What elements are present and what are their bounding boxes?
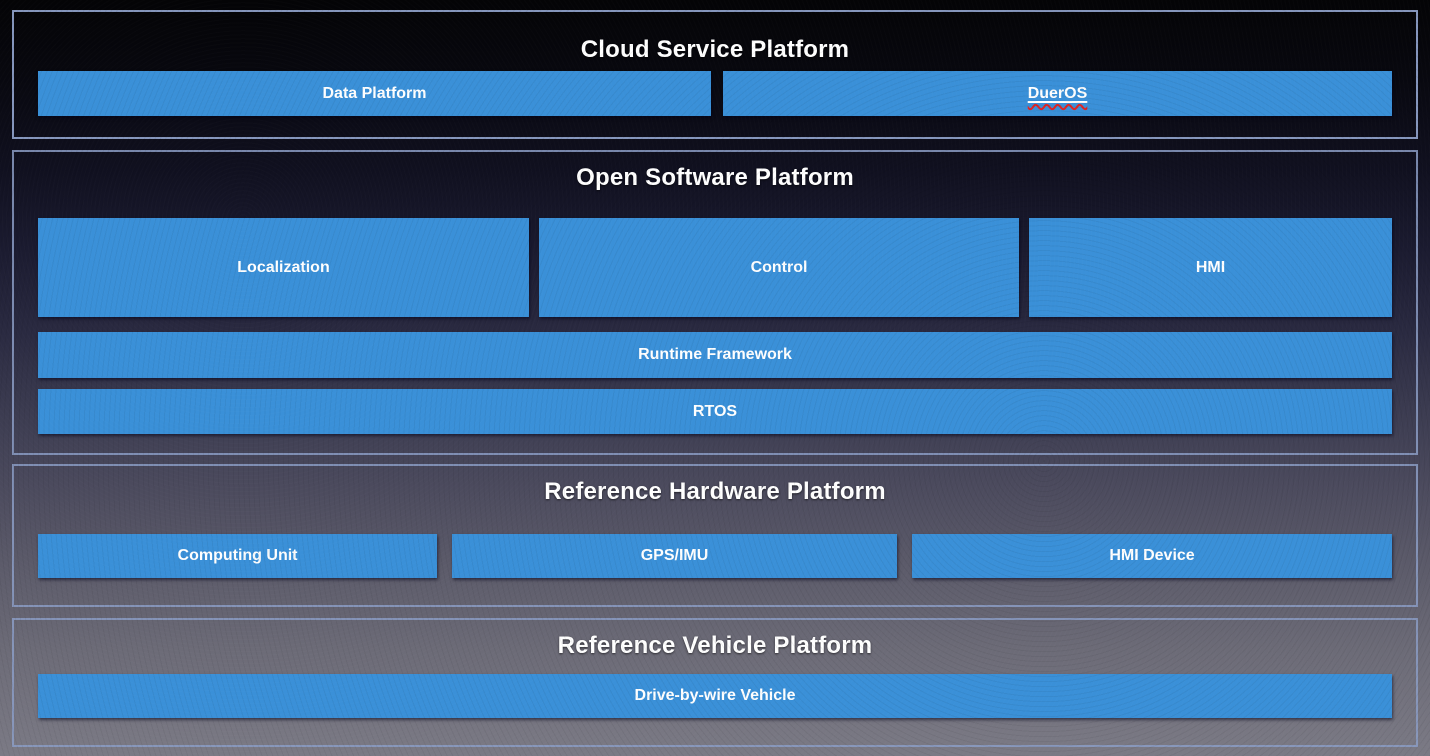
- box-drive-by-wire-vehicle: Drive-by-wire Vehicle: [38, 674, 1392, 718]
- box-dueros: DuerOS: [723, 71, 1392, 116]
- box-gps-imu: GPS/IMU: [452, 534, 897, 578]
- box-label-drive-by-wire-vehicle: Drive-by-wire Vehicle: [634, 687, 796, 704]
- section-title-reference-vehicle-platform: Reference Vehicle Platform: [557, 632, 873, 659]
- section-title-reference-hardware-platform: Reference Hardware Platform: [544, 478, 886, 505]
- box-rtos: RTOS: [38, 389, 1392, 434]
- box-hmi: HMI: [1029, 218, 1392, 317]
- box-label-rtos: RTOS: [692, 402, 738, 420]
- box-label-data-platform: Data Platform: [322, 84, 427, 102]
- box-localization: Localization: [38, 218, 529, 317]
- box-label-localization: Localization: [237, 258, 330, 276]
- box-computing-unit: Computing Unit: [38, 534, 437, 578]
- box-label-hmi: HMI: [1195, 258, 1226, 276]
- box-control: Control: [539, 218, 1019, 317]
- box-hmi-device: HMI Device: [912, 534, 1392, 578]
- box-label-computing-unit: Computing Unit: [177, 547, 298, 564]
- section-open-software-platform: Open Software Platform Localization Cont…: [12, 150, 1418, 455]
- box-label-control: Control: [750, 258, 808, 276]
- section-title-open-software-platform: Open Software Platform: [576, 164, 854, 191]
- section-title-cloud-service-platform: Cloud Service Platform: [580, 36, 850, 63]
- box-label-gps-imu: GPS/IMU: [640, 547, 709, 564]
- section-cloud-service-platform: Cloud Service Platform Data Platform Due…: [12, 10, 1418, 139]
- box-label-runtime-framework: Runtime Framework: [638, 346, 792, 363]
- box-label-dueros: DuerOS: [1027, 84, 1088, 102]
- box-data-platform: Data Platform: [38, 71, 711, 116]
- box-runtime-framework: Runtime Framework: [38, 332, 1392, 378]
- section-reference-vehicle-platform: Reference Vehicle Platform Drive-by-wire…: [12, 618, 1418, 747]
- section-reference-hardware-platform: Reference Hardware Platform Computing Un…: [12, 464, 1418, 607]
- spellcheck-squiggle: DuerOS: [1028, 85, 1088, 103]
- box-label-hmi-device: HMI Device: [1109, 547, 1195, 564]
